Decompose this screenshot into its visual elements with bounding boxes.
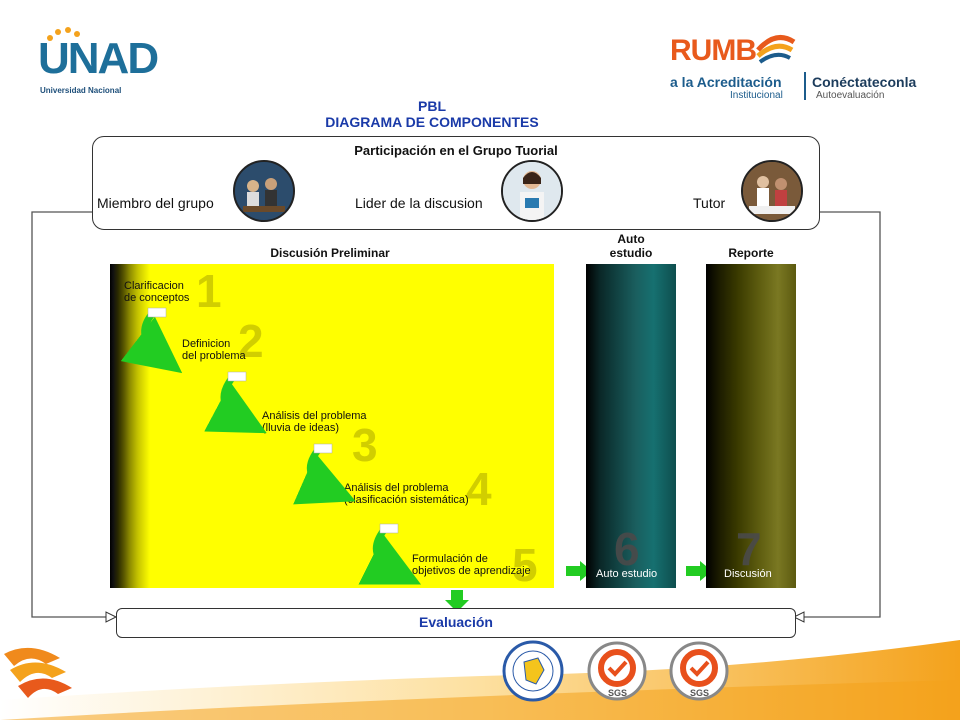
discussion-label: Discusión [724, 568, 772, 580]
step-text-3: Análisis del problema (lluvia de ideas) [262, 410, 367, 434]
svg-text:SGS: SGS [608, 688, 627, 698]
curved-arrow-icon [293, 447, 356, 505]
rumbo-separator [804, 72, 806, 100]
rumbo-connect: Conéctateconla [812, 74, 917, 90]
phase-title-preliminar: Discusión Preliminar [270, 246, 390, 260]
rumbo-logo: RUMB a la Acreditación Institucional Con… [670, 30, 940, 101]
discussion-leader-photo [501, 160, 563, 222]
phase-title-auto-estudio: Auto estudio [609, 232, 653, 260]
diagram-title-line2: DIAGRAMA DE COMPONENTES [325, 114, 539, 130]
self-study-panel [586, 264, 676, 588]
step-number-2: 2 [238, 315, 264, 367]
curved-arrow-icon [358, 527, 422, 585]
tutor-photo [741, 160, 803, 222]
colombia-seal-icon [502, 640, 564, 702]
unad-logo: UNAD Universidad Nacional [38, 26, 159, 96]
rumbo-auto: Autoevaluación [816, 90, 885, 101]
phase-title-reporte: Reporte [728, 246, 774, 260]
rumbo-line3: Institucional [730, 90, 783, 101]
rumbo-word: RUMB [670, 34, 757, 67]
footer-swoosh [0, 640, 960, 720]
group-member-photo [233, 160, 295, 222]
step-text-1: Clarificacion de conceptos [124, 280, 190, 304]
step-text-2: Definicion del problema [182, 338, 246, 362]
down-arrow-icon [445, 590, 469, 612]
svg-text:SGS: SGS [690, 688, 709, 698]
unad-dots-icon [47, 27, 80, 41]
evaluation-label: Evaluación [419, 614, 493, 630]
self-study-label: Auto estudio [596, 568, 658, 580]
sgs-certification-icon-2: SGS [668, 640, 730, 702]
step-number-6: 6 [614, 523, 640, 575]
member-label-group: Miembro del grupo [97, 195, 214, 211]
member-label-leader: Lider de la discusion [355, 195, 483, 211]
step-text-5: Formulación de objetivos de aprendizaje [412, 553, 531, 577]
preliminary-discussion-panel [110, 264, 554, 588]
group-participation-box: Participación en el Grupo Tuorial Miembr… [92, 136, 820, 230]
diagram-title-line1: PBL [418, 98, 446, 114]
step-number-1: 1 [196, 265, 222, 317]
rumbo-line2: a la Acreditación [670, 74, 782, 90]
step-number-4: 4 [466, 463, 492, 515]
rumbo-swoosh-icon [756, 35, 796, 64]
step-number-3: 3 [352, 419, 378, 471]
curved-arrow-icon [204, 375, 267, 434]
step-number-5: 5 [512, 539, 538, 591]
unad-subtitle: Universidad Nacional [40, 86, 122, 95]
curved-arrow-icon [120, 311, 183, 374]
report-panel [706, 264, 796, 588]
evaluation-box: Evaluación [116, 608, 796, 638]
group-title: Participación en el Grupo Tuorial [354, 143, 558, 158]
unad-logo-text: UNAD [38, 34, 159, 83]
sgs-certification-icon: SGS [586, 640, 648, 702]
step-number-7: 7 [736, 523, 762, 575]
member-label-tutor: Tutor [693, 195, 726, 211]
